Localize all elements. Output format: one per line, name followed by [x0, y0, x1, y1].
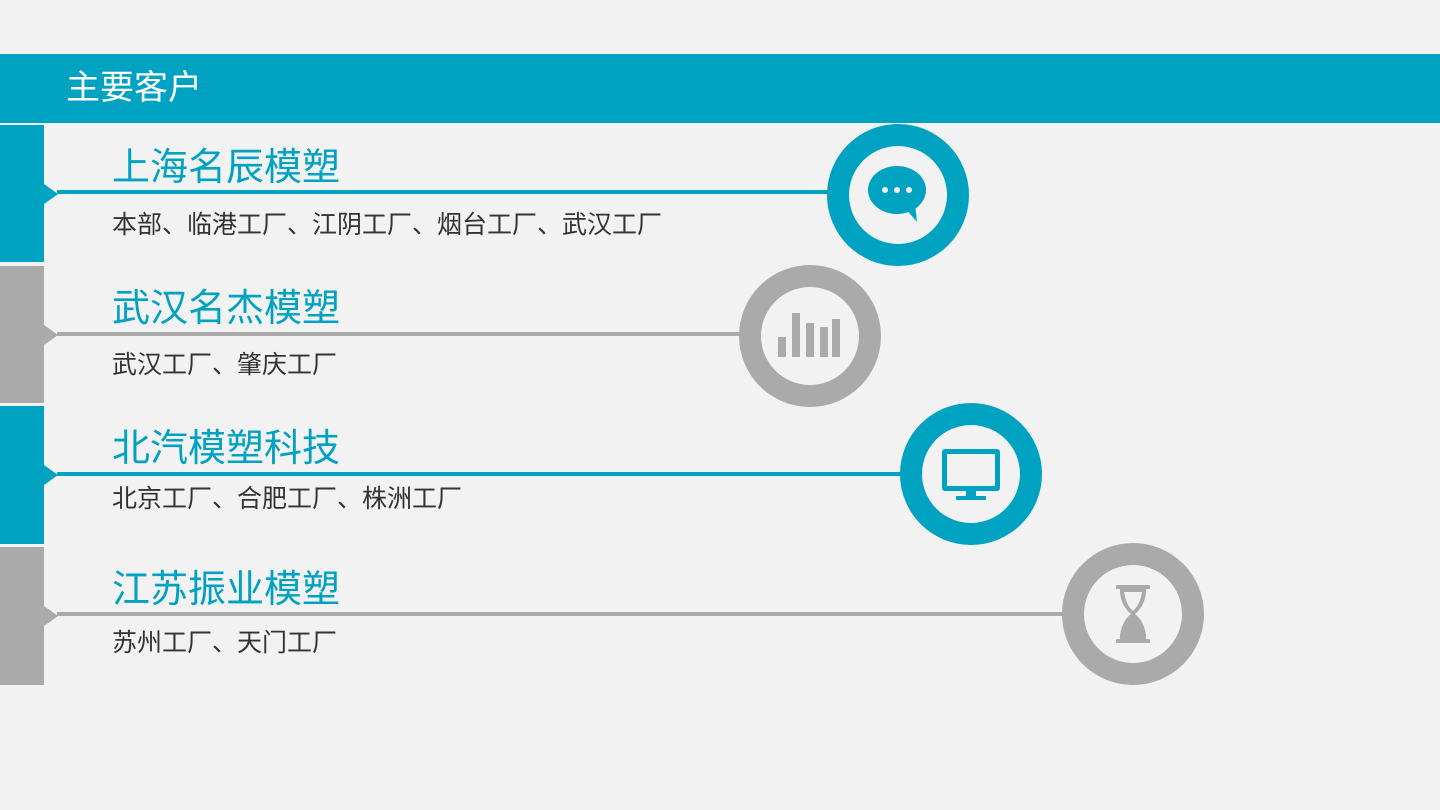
- customer-name: 武汉名杰模塑: [112, 286, 341, 330]
- customer-name: 北汽模塑科技: [112, 426, 341, 470]
- customer-name: 江苏振业模塑: [112, 567, 341, 611]
- tab-marker-1: [0, 125, 58, 262]
- page-title: 主要客户: [66, 68, 202, 108]
- tab-marker-4: [0, 547, 58, 685]
- customer-sites: 北京工厂、合肥工厂、株洲工厂: [112, 484, 463, 513]
- icon-ring-4: [1062, 543, 1204, 685]
- tab-marker-3: [0, 406, 58, 544]
- customer-sites: 本部、临港工厂、江阴工厂、烟台工厂、武汉工厂: [112, 210, 663, 239]
- icon-ring-1: [827, 124, 969, 266]
- connector-line-1: [57, 190, 847, 194]
- tab-marker-2: [0, 266, 58, 403]
- monitor-icon: [942, 449, 1000, 500]
- chat-bubble-icon: [868, 166, 926, 222]
- bar-chart-icon: [778, 313, 840, 357]
- customer-name: 上海名辰模塑: [112, 145, 341, 189]
- title-bar: 主要客户: [0, 54, 1440, 123]
- icon-ring-3: [900, 403, 1042, 545]
- connector-line-2: [57, 332, 757, 336]
- connector-line-4: [57, 612, 1077, 616]
- connector-line-3: [57, 472, 917, 476]
- hourglass-icon: [1116, 585, 1150, 643]
- customer-sites: 苏州工厂、天门工厂: [112, 628, 338, 657]
- customer-sites: 武汉工厂、肇庆工厂: [112, 350, 338, 379]
- icon-ring-2: [739, 265, 881, 407]
